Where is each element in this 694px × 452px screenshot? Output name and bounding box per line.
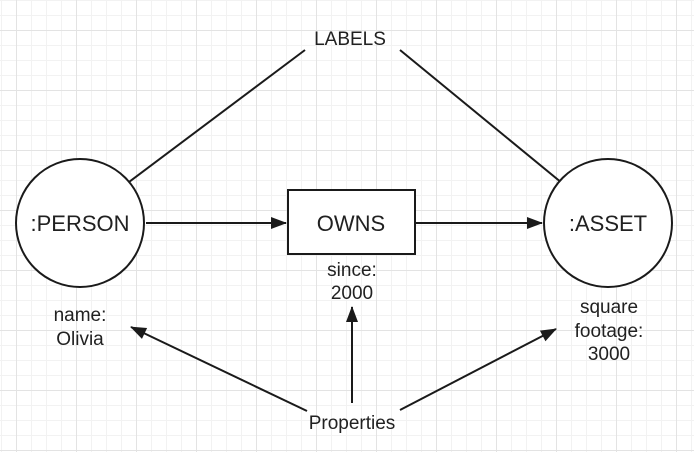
labels-annotation[interactable]: LABELS xyxy=(314,29,386,50)
owns-relationship-label: OWNS xyxy=(317,211,385,236)
edge-labels-to-person[interactable] xyxy=(96,49,306,207)
owns-property-line-2[interactable]: 2000 xyxy=(331,283,373,304)
edge-labels-to-asset[interactable] xyxy=(399,49,591,207)
edge-properties-to-name[interactable] xyxy=(130,326,308,412)
properties-annotation[interactable]: Properties xyxy=(309,413,396,434)
person-node-label: :PERSON xyxy=(30,211,129,236)
edge-properties-to-footage[interactable] xyxy=(399,328,557,411)
person-property-line-2[interactable]: Olivia xyxy=(56,329,104,350)
person-property-line-1[interactable]: name: xyxy=(54,305,107,326)
owns-relationship-box[interactable] xyxy=(287,189,416,255)
asset-property-line-1[interactable]: square xyxy=(580,297,638,318)
asset-node-circle[interactable] xyxy=(543,158,673,288)
asset-property-line-2[interactable]: footage: xyxy=(575,321,644,342)
asset-property-line-3[interactable]: 3000 xyxy=(588,344,630,365)
person-node-circle[interactable] xyxy=(15,158,145,288)
owns-property-line-1[interactable]: since: xyxy=(327,260,377,281)
asset-node-label: :ASSET xyxy=(569,211,647,236)
